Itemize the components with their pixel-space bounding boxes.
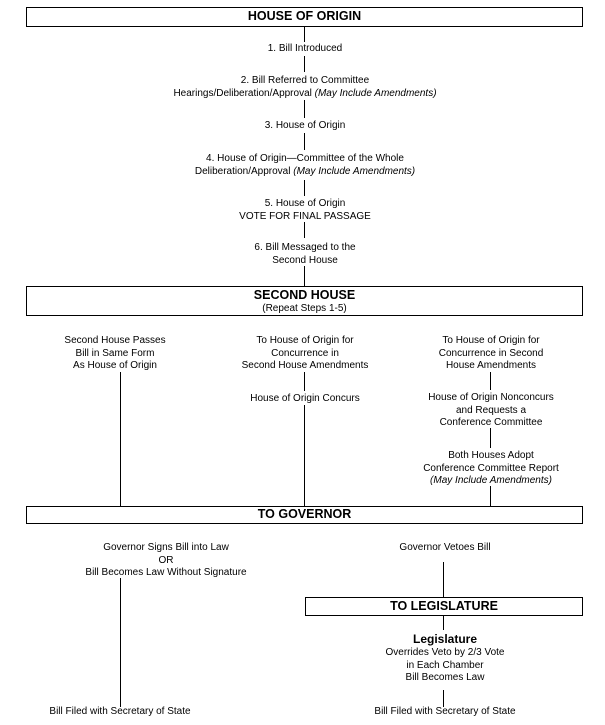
branch-right-nonconcur-line-1: House of Origin Nonconcurs bbox=[428, 392, 554, 403]
branch-right-nonconcurs: House of Origin Nonconcurs and Requests … bbox=[428, 392, 554, 430]
step-6-messaged: 6. Bill Messaged to the Second House bbox=[254, 242, 355, 267]
branch-left-passes: Second House Passes Bill in Same Form As… bbox=[64, 335, 165, 373]
step-1-bill-introduced: 1. Bill Introduced bbox=[268, 43, 343, 56]
step-2-amendments-note: (May Include Amendments) bbox=[314, 87, 437, 99]
legislature-line-1: Overrides Veto by 2/3 Vote bbox=[385, 647, 505, 658]
legislature-line-3: Bill Becomes Law bbox=[405, 672, 485, 683]
branch-mid-line-3: Second House Amendments bbox=[241, 360, 369, 371]
legislature-line-2: in Each Chamber bbox=[406, 659, 484, 671]
step-5-line-2: VOTE FOR FINAL PASSAGE bbox=[239, 210, 371, 222]
governor-signs: Governor Signs Bill into Law OR Bill Bec… bbox=[85, 542, 246, 580]
step-5-final-passage: 5. House of Origin VOTE FOR FINAL PASSAG… bbox=[239, 198, 371, 223]
branch-mid-concurs: House of Origin Concurs bbox=[250, 393, 360, 406]
step-4-amendments-note: (May Include Amendments) bbox=[293, 165, 416, 177]
governor-vetoes: Governor Vetoes Bill bbox=[399, 542, 490, 555]
branch-left-line-3: As House of Origin bbox=[73, 360, 157, 371]
second-house-title: SECOND HOUSE bbox=[253, 288, 356, 302]
legislature-override: Legislature Overrides Veto by 2/3 Vote i… bbox=[386, 632, 505, 685]
to-legislature-title: TO LEGISLATURE bbox=[390, 599, 498, 613]
branch-right-line-2: Concurrence in Second bbox=[438, 347, 544, 359]
step-5-line-1: 5. House of Origin bbox=[264, 198, 346, 209]
step-3-house-of-origin: 3. House of Origin bbox=[265, 120, 346, 133]
step-6-line-2: Second House bbox=[272, 254, 338, 266]
house-of-origin-title: HOUSE OF ORIGIN bbox=[247, 9, 362, 23]
governor-signs-line-2: OR bbox=[158, 554, 174, 566]
branch-right-adopt: Both Houses Adopt Conference Committee R… bbox=[423, 450, 559, 488]
to-legislature-bar: TO LEGISLATURE bbox=[305, 597, 583, 616]
step-2-committee: 2. Bill Referred to Committee Hearings/D… bbox=[173, 75, 436, 100]
filed-right: Bill Filed with Secretary of State bbox=[374, 706, 515, 719]
governor-vetoes-label: Governor Vetoes Bill bbox=[399, 542, 491, 553]
filed-right-label: Bill Filed with Secretary of State bbox=[374, 706, 516, 717]
step-2-hearings: Hearings/Deliberation/Approval bbox=[173, 87, 315, 99]
step-6-line-1: 6. Bill Messaged to the bbox=[254, 242, 356, 253]
branch-mid-concurs-label: House of Origin Concurs bbox=[250, 393, 360, 404]
filed-left: Bill Filed with Secretary of State bbox=[49, 706, 190, 719]
second-house-note: (Repeat Steps 1-5) bbox=[262, 303, 347, 314]
to-governor-bar: TO GOVERNOR bbox=[26, 506, 583, 524]
branch-right-adopt-line-1: Both Houses Adopt bbox=[448, 450, 534, 461]
branch-right-concurrence: To House of Origin for Concurrence in Se… bbox=[439, 335, 544, 373]
branch-left-line-2: Bill in Same Form bbox=[75, 347, 155, 359]
step-2-line-2: Hearings/Deliberation/Approval (May Incl… bbox=[173, 88, 436, 101]
filed-left-label: Bill Filed with Secretary of State bbox=[49, 706, 191, 717]
to-governor-title: TO GOVERNOR bbox=[257, 507, 352, 521]
step-4-deliberation: Deliberation/Approval bbox=[194, 165, 294, 177]
branch-mid-line-2: Concurrence in bbox=[271, 347, 339, 359]
governor-signs-line-3: Bill Becomes Law Without Signature bbox=[85, 567, 247, 578]
branch-right-nonconcur-line-3: Conference Committee bbox=[439, 417, 543, 428]
branch-right-adopt-note: (May Include Amendments) bbox=[430, 475, 552, 486]
step-3-label: 3. House of Origin bbox=[264, 120, 346, 131]
step-1-label: 1. Bill Introduced bbox=[267, 43, 343, 54]
step-4-line-1: 4. House of Origin—Committee of the Whol… bbox=[206, 153, 404, 164]
house-of-origin-bar: HOUSE OF ORIGIN bbox=[26, 7, 583, 27]
branch-right-line-1: To House of Origin for bbox=[442, 335, 540, 346]
step-4-committee-of-whole: 4. House of Origin—Committee of the Whol… bbox=[195, 153, 415, 178]
step-4-line-2: Deliberation/Approval (May Include Amend… bbox=[195, 166, 415, 179]
legislature-title: Legislature bbox=[412, 632, 478, 646]
branch-right-nonconcur-line-2: and Requests a bbox=[455, 404, 527, 416]
branch-mid-concurrence: To House of Origin for Concurrence in Se… bbox=[242, 335, 369, 373]
branch-right-adopt-line-2: Conference Committee Report bbox=[423, 462, 559, 474]
branch-right-line-3: House Amendments bbox=[445, 360, 537, 371]
second-house-bar: SECOND HOUSE (Repeat Steps 1-5) bbox=[26, 286, 583, 316]
governor-signs-line-1: Governor Signs Bill into Law bbox=[103, 542, 229, 553]
step-2-line-1: 2. Bill Referred to Committee bbox=[240, 75, 370, 86]
branch-left-line-1: Second House Passes bbox=[64, 335, 166, 346]
branch-mid-line-1: To House of Origin for bbox=[256, 335, 354, 346]
